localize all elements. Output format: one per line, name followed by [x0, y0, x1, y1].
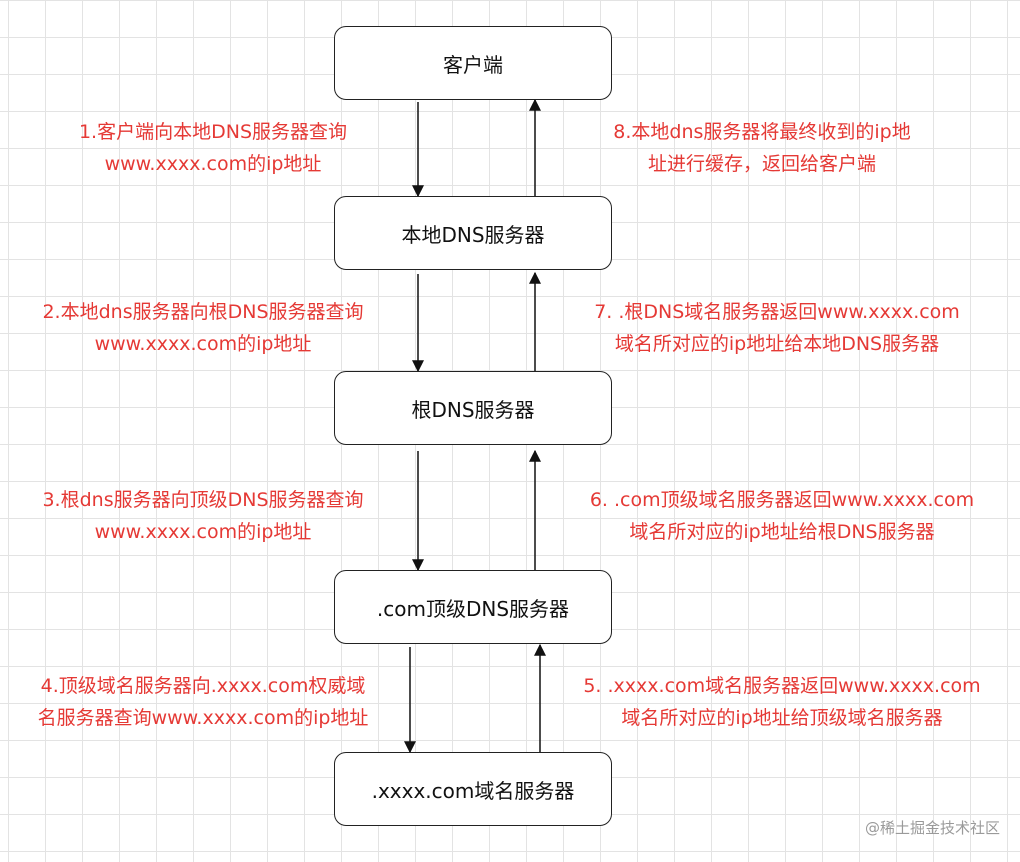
step-6-line-1: 6. .com顶级域名服务器返回www.xxxx.com — [589, 489, 975, 511]
node-root-dns-label: 根DNS服务器 — [411, 397, 535, 422]
step-1-line-2: www.xxxx.com的ip地址 — [104, 153, 322, 175]
step-2-line-2: www.xxxx.com的ip地址 — [94, 333, 312, 355]
step-3-annotation: 3.根dns服务器向顶级DNS服务器查询 www.xxxx.com的ip地址 — [8, 484, 398, 548]
step-5-line-2: 域名所对应的ip地址给顶级域名服务器 — [621, 707, 943, 729]
watermark: @稀土掘金技术社区 — [864, 819, 1000, 837]
node-client-label: 客户端 — [443, 52, 503, 77]
step-7-line-1: 7. .根DNS域名服务器返回www.xxxx.com — [594, 301, 960, 323]
node-authoritative-dns: .xxxx.com域名服务器 — [334, 752, 612, 826]
step-8-line-1: 8.本地dns服务器将最终收到的ip地 — [613, 121, 911, 143]
step-2-annotation: 2.本地dns服务器向根DNS服务器查询 www.xxxx.com的ip地址 — [8, 296, 398, 360]
step-5-annotation: 5. .xxxx.com域名服务器返回www.xxxx.com 域名所对应的ip… — [552, 670, 1012, 734]
step-6-line-2: 域名所对应的ip地址给根DNS服务器 — [629, 521, 935, 543]
step-3-line-1: 3.根dns服务器向顶级DNS服务器查询 — [42, 489, 364, 511]
node-local-dns-label: 本地DNS服务器 — [401, 222, 545, 247]
step-4-line-2: 名服务器查询www.xxxx.com的ip地址 — [37, 707, 369, 729]
step-4-line-1: 4.顶级域名服务器向.xxxx.com权威域 — [40, 675, 366, 697]
step-8-annotation: 8.本地dns服务器将最终收到的ip地 址进行缓存，返回给客户端 — [552, 116, 972, 180]
step-6-annotation: 6. .com顶级域名服务器返回www.xxxx.com 域名所对应的ip地址给… — [552, 484, 1012, 548]
step-1-annotation: 1.客户端向本地DNS服务器查询 www.xxxx.com的ip地址 — [28, 116, 398, 180]
step-4-annotation: 4.顶级域名服务器向.xxxx.com权威域 名服务器查询www.xxxx.co… — [8, 670, 398, 734]
node-tld-dns-label: .com顶级DNS服务器 — [376, 596, 570, 621]
step-7-line-2: 域名所对应的ip地址给本地DNS服务器 — [614, 333, 940, 355]
node-local-dns: 本地DNS服务器 — [334, 196, 612, 270]
step-8-line-2: 址进行缓存，返回给客户端 — [647, 153, 876, 175]
step-1-line-1: 1.客户端向本地DNS服务器查询 — [78, 121, 348, 143]
step-3-line-2: www.xxxx.com的ip地址 — [94, 521, 312, 543]
step-7-annotation: 7. .根DNS域名服务器返回www.xxxx.com 域名所对应的ip地址给本… — [552, 296, 1002, 360]
step-5-line-1: 5. .xxxx.com域名服务器返回www.xxxx.com — [583, 675, 981, 697]
node-tld-dns: .com顶级DNS服务器 — [334, 570, 612, 644]
node-authoritative-dns-label: .xxxx.com域名服务器 — [371, 778, 575, 803]
step-2-line-1: 2.本地dns服务器向根DNS服务器查询 — [42, 301, 364, 323]
node-root-dns: 根DNS服务器 — [334, 371, 612, 445]
node-client: 客户端 — [334, 26, 612, 100]
